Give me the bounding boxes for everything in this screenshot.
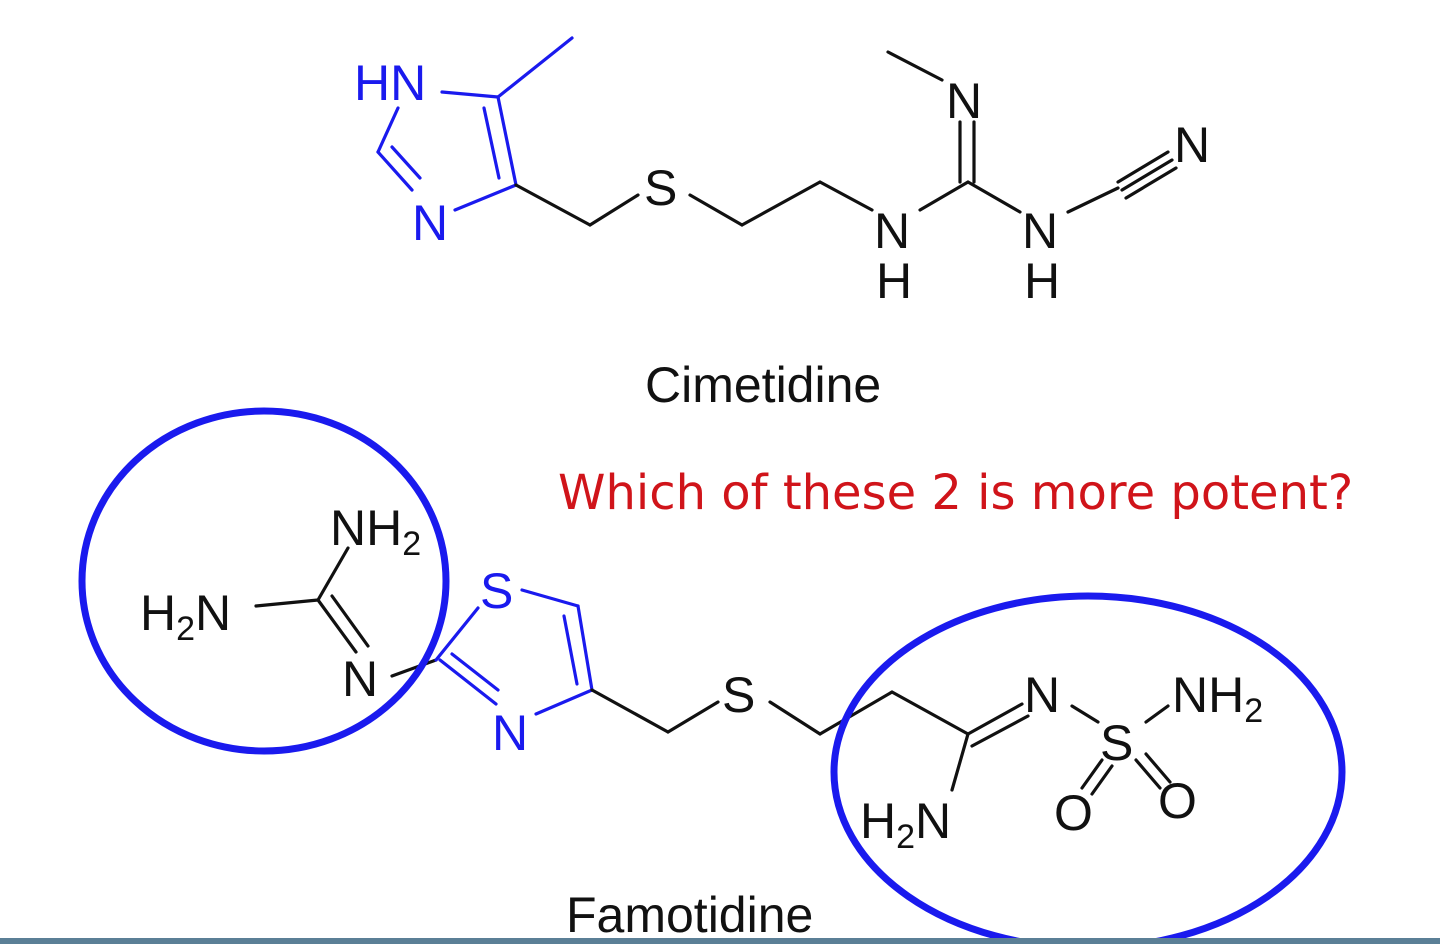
atom-nh2-sulfonyl: NH2 [1172,667,1263,730]
bottom-divider [0,938,1440,944]
atom-s-sulfonyl: S [1100,715,1133,771]
atom-nh2-top: NH2 [330,500,421,563]
cimetidine-label: Cimetidine [645,357,881,413]
atom-h-amine-2: H [1024,253,1060,309]
atom-s-thioether: S [644,160,677,216]
famotidine-label: Famotidine [566,887,813,943]
cimetidine-structure: HN N S N N N H N H [354,36,1210,309]
atom-h-amine-1: H [876,253,912,309]
highlight-circle-sulfamoyl [830,592,1346,944]
atom-n-amine-2: N [1022,203,1058,259]
famotidine-structure: H2N NH2 N S N S N S NH2 O O H2N [140,500,1263,856]
atom-n-thiazole: N [492,705,528,761]
atom-n-amine-1: N [874,203,910,259]
atom-o-right: O [1158,773,1197,829]
atom-n-guanidine: N [342,651,378,707]
atom-s-thioether-famotidine: S [722,667,755,723]
question-text: Which of these 2 is more potent? [558,465,1353,521]
atom-n-sulfonyl: N [1024,667,1060,723]
atom-h2n-amidine: H2N [860,793,951,856]
atom-h2n-left: H2N [140,585,231,648]
atom-n-imine: N [946,73,982,129]
highlight-circle-guanidine [78,407,450,755]
atom-n-nitrile: N [1174,117,1210,173]
thiazole-ring [434,588,594,716]
imidazole-ring [376,36,574,212]
famotidine-chain [590,688,1172,796]
atom-s-thiazole: S [480,563,513,619]
guanidine-bonds [254,546,438,678]
atom-o-left: O [1054,785,1093,841]
atom-hn-imidazole: HN [354,55,426,111]
cimetidine-chain [514,50,1178,227]
atom-n-imidazole: N [412,195,448,251]
